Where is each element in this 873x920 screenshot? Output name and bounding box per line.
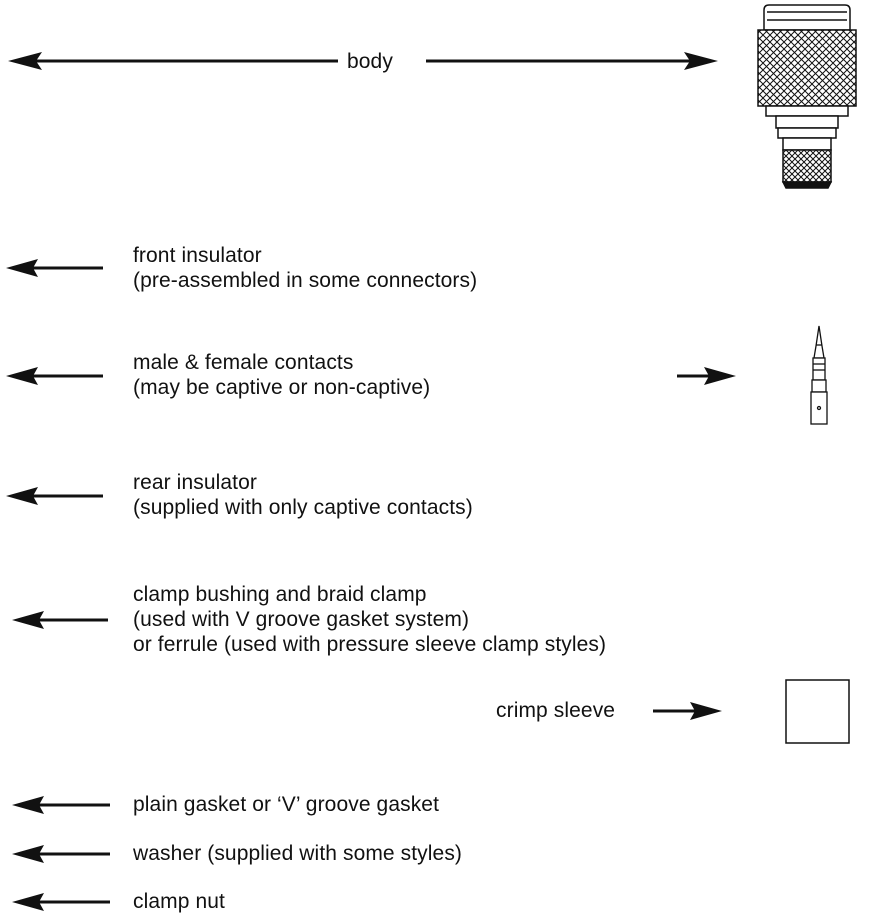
front-insulator-note: (pre-assembled in some connectors) bbox=[133, 269, 478, 292]
contacts-right-arrow bbox=[677, 367, 736, 385]
contacts-title: male & female contacts bbox=[133, 351, 354, 374]
clamp-bushing-title: clamp bushing and braid clamp bbox=[133, 583, 427, 606]
rear-insulator-note: (supplied with only captive contacts) bbox=[133, 496, 473, 519]
rear-insulator-label: rear insulator (supplied with only capti… bbox=[133, 470, 473, 520]
contacts-label: male & female contacts (may be captive o… bbox=[133, 350, 430, 400]
body-label: body bbox=[347, 50, 393, 73]
clamp-nut-arrow bbox=[12, 893, 110, 911]
contacts-note: (may be captive or non-captive) bbox=[133, 376, 431, 399]
clamp-bushing-arrow bbox=[12, 611, 108, 629]
connector-body-icon bbox=[757, 4, 857, 189]
ferrule-note: or ferrule (used with pressure sleeve cl… bbox=[133, 633, 607, 656]
rear-insulator-title: rear insulator bbox=[133, 471, 257, 494]
front-insulator-title: front insulator bbox=[133, 244, 262, 267]
crimp-sleeve-icon bbox=[785, 679, 850, 744]
rear-insulator-arrow bbox=[6, 487, 103, 505]
clamp-bushing-note: (used with V groove gasket system) bbox=[133, 608, 470, 631]
gasket-arrow bbox=[12, 796, 110, 814]
front-insulator-arrow bbox=[6, 259, 103, 277]
clamp-nut-label: clamp nut bbox=[133, 890, 225, 913]
contacts-left-arrow bbox=[6, 367, 103, 385]
contact-pin-icon bbox=[810, 325, 828, 425]
front-insulator-label: front insulator (pre-assembled in some c… bbox=[133, 243, 477, 293]
gasket-label: plain gasket or ‘V’ groove gasket bbox=[133, 793, 440, 816]
body-right-arrow bbox=[426, 52, 718, 70]
clamp-bushing-label: clamp bushing and braid clamp (used with… bbox=[133, 582, 606, 657]
crimp-sleeve-arrow bbox=[653, 702, 722, 720]
washer-label: washer (supplied with some styles) bbox=[133, 842, 463, 865]
washer-arrow bbox=[12, 845, 110, 863]
crimp-sleeve-label: crimp sleeve bbox=[496, 699, 616, 722]
body-left-arrow bbox=[8, 52, 338, 70]
